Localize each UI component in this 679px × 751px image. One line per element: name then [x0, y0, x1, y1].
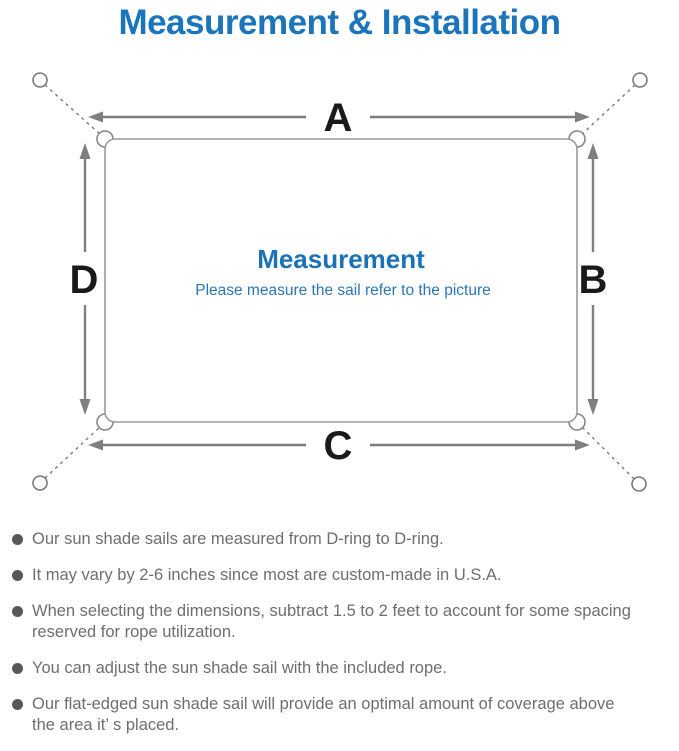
list-item: Our sun shade sails are measured from D-…: [12, 529, 671, 550]
arrowhead-left-icon: [88, 111, 103, 123]
measurement-diagram: A C D B Measurement Please meas: [32, 72, 648, 492]
anchor-point-circle-bottom-right: [631, 476, 647, 492]
arrowhead-up-icon: [587, 143, 599, 159]
dimension-arrow-b: B: [579, 143, 608, 415]
bullet-icon: [12, 570, 23, 581]
anchor-point-circle-top-right: [632, 72, 648, 88]
list-item: Our flat-edged sun shade sail will provi…: [12, 694, 671, 736]
rope-dashed-line-bottom-right: [580, 425, 635, 480]
dimension-label-a: A: [324, 96, 353, 140]
dimension-arrow-a: A: [88, 96, 590, 140]
diagram-title: Measurement: [257, 244, 425, 274]
diagram-subtitle: Please measure the sail refer to the pic…: [195, 282, 491, 299]
arrowhead-left-icon: [88, 439, 103, 451]
note-text: It may vary by 2-6 inches since most are…: [32, 566, 502, 584]
dimension-arrow-d: D: [70, 143, 99, 415]
notes-list: Our sun shade sails are measured from D-…: [0, 529, 679, 751]
note-text: You can adjust the sun shade sail with t…: [32, 659, 447, 677]
shade-sail-outline: [104, 138, 578, 423]
dimension-label-b: B: [579, 258, 608, 302]
dimension-label-c: C: [324, 424, 353, 468]
arrowhead-down-icon: [587, 399, 599, 415]
note-text: Our flat-edged sun shade sail will provi…: [32, 695, 615, 734]
anchor-point-circle-top-left: [32, 72, 48, 88]
page-title: Measurement & Installation: [118, 3, 561, 42]
arrowhead-right-icon: [575, 111, 590, 123]
dimension-label-d: D: [70, 258, 99, 302]
note-text: Our sun shade sails are measured from D-…: [32, 530, 444, 548]
list-item: It may vary by 2-6 inches since most are…: [12, 565, 671, 586]
arrowhead-right-icon: [575, 439, 590, 451]
arrowhead-up-icon: [79, 143, 91, 159]
bullet-icon: [12, 606, 23, 617]
list-item: When selecting the dimensions, subtract …: [12, 601, 671, 643]
list-item: You can adjust the sun shade sail with t…: [12, 658, 671, 679]
dimension-arrow-c: C: [88, 424, 590, 468]
note-text: When selecting the dimensions, subtract …: [32, 602, 631, 641]
bullet-icon: [12, 699, 23, 710]
anchor-point-circle-bottom-left: [32, 475, 48, 491]
rope-dashed-line-top-right: [580, 84, 636, 136]
bullet-icon: [12, 663, 23, 674]
rope-dashed-line-bottom-left: [44, 425, 102, 479]
bullet-icon: [12, 534, 23, 545]
rope-dashed-line-top-left: [44, 84, 102, 136]
arrowhead-down-icon: [79, 399, 91, 415]
